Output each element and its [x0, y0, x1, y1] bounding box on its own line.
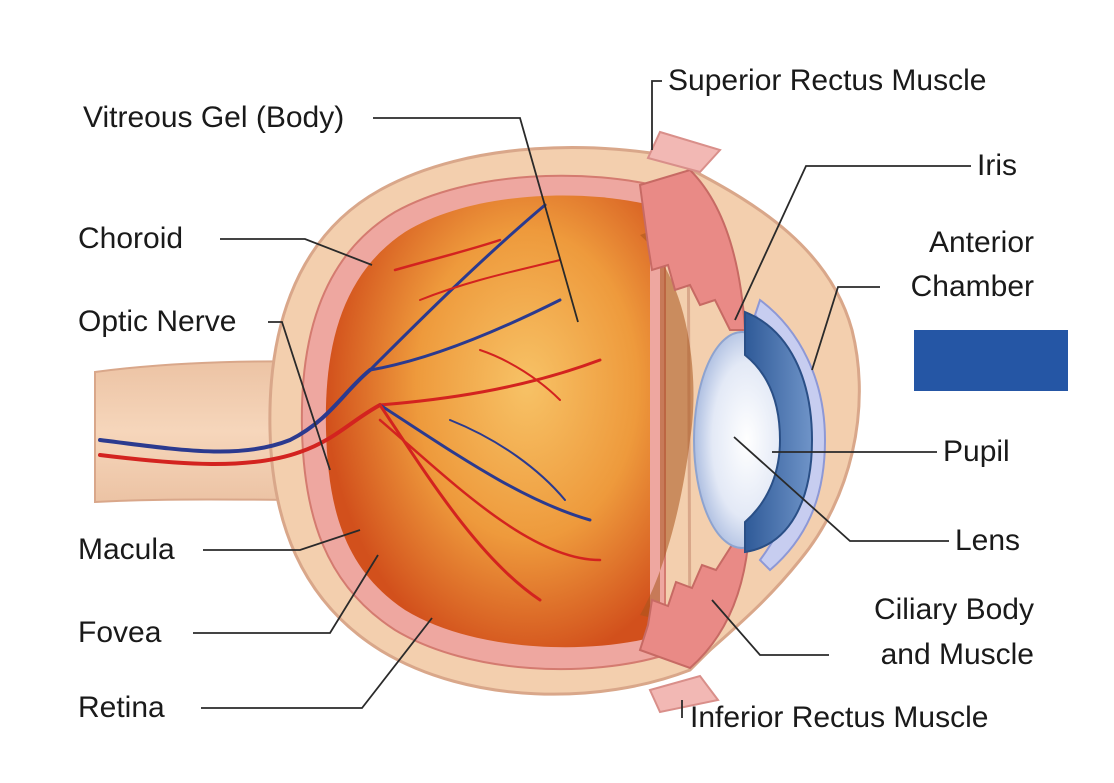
leader-retina	[201, 617, 433, 709]
label-pupil: Pupil	[943, 435, 1010, 468]
label-retina: Retina	[78, 691, 165, 724]
blood-vessels	[98, 203, 602, 602]
label-inferior-rectus-muscle: Inferior Rectus Muscle	[690, 701, 989, 734]
leader-ciliary	[711, 599, 829, 656]
label-macula: Macula	[78, 533, 175, 566]
leader-superior-rectus	[651, 80, 662, 150]
leader-vitreous	[373, 117, 579, 323]
label-iris: Iris	[977, 149, 1017, 182]
leader-fovea	[193, 554, 379, 634]
label-choroid: Choroid	[78, 222, 184, 255]
superior-rectus-muscle	[646, 130, 722, 174]
label-anterior-chamber-line2: Chamber	[910, 270, 1034, 303]
label-ciliary-body-line1: Ciliary Body	[873, 593, 1034, 626]
leader-lines	[193, 80, 971, 718]
label-anterior-chamber-line1: Anterior	[928, 226, 1034, 259]
label-fovea: Fovea	[78, 616, 162, 649]
leader-lens	[733, 436, 949, 542]
ciliary-body-top	[638, 168, 747, 331]
leader-macula	[203, 529, 361, 551]
vitreous-body	[325, 195, 650, 648]
label-optic-nerve: Optic Nerve	[78, 305, 237, 338]
leader-anterior-chamber	[811, 286, 880, 371]
label-ciliary-body-line2: and Muscle	[880, 638, 1034, 671]
label-superior-rectus-muscle: Superior Rectus Muscle	[668, 64, 987, 97]
label-lens: Lens	[955, 524, 1021, 557]
label-vitreous-gel: Vitreous Gel (Body)	[83, 101, 345, 134]
inferior-rectus-muscle	[648, 674, 720, 714]
leader-optic-nerve	[268, 321, 331, 471]
ciliary-body-bottom	[638, 544, 750, 670]
leader-iris	[734, 165, 971, 321]
leader-choroid	[220, 238, 373, 266]
vitreous-front-shading	[640, 228, 694, 620]
blue-label-cover-box	[914, 330, 1068, 391]
